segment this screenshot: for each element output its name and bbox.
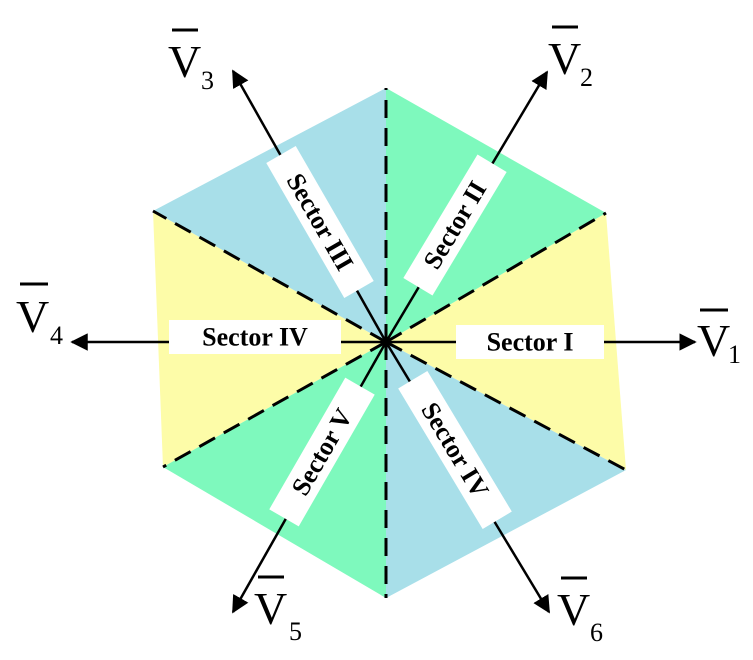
vector-label-v4-subscript: 4 [50,321,63,350]
sector-boundaries [152,88,627,598]
region-upper-left [153,88,386,342]
vector-label-v1-subscript: 1 [728,340,741,369]
vector-label-v2-subscript: 2 [580,63,593,92]
boundary-lower-left [162,340,387,469]
vector-label-v4-symbol: V [16,291,49,342]
boundary-upper-right [385,211,607,344]
vector-label-v2-symbol: V [548,33,581,84]
sector-label-4: Sector IV [169,320,341,354]
sector-label-1-text: Sector I [487,328,574,357]
vector-label-v1-symbol: V [697,315,730,366]
vector-label-v5: V 5 [254,575,302,646]
vector-label-v3-symbol: V [168,36,201,87]
vector-label-v5-subscript: 5 [289,617,302,646]
boundary-upper-left [152,209,387,344]
vector-label-v3-subscript: 3 [201,66,214,95]
sector-label-1-bg [456,325,604,359]
vector-label-v3: V 3 [168,28,214,95]
boundary-lower-right [385,340,627,472]
sector-label-4-text: Sector IV [202,323,308,352]
sector-label-2-bg [403,154,507,296]
sector-label-4-bg [169,320,341,354]
vector-label-v5-symbol: V [254,583,287,634]
sector-label-1: Sector I [456,325,604,359]
sector-label-3-bg [266,145,374,299]
origin-point [382,338,390,346]
sector-label-6-bg [398,370,512,530]
vector-label-v6-symbol: V [557,584,590,635]
sector-label-5-bg [269,377,375,527]
vector-label-v4: V 4 [16,282,63,350]
vector-label-v1: V 1 [697,308,741,369]
vector-label-v2: V 2 [548,25,593,92]
vector-label-v6-subscript: 6 [590,618,603,647]
vector-label-v6: V 6 [557,576,603,647]
